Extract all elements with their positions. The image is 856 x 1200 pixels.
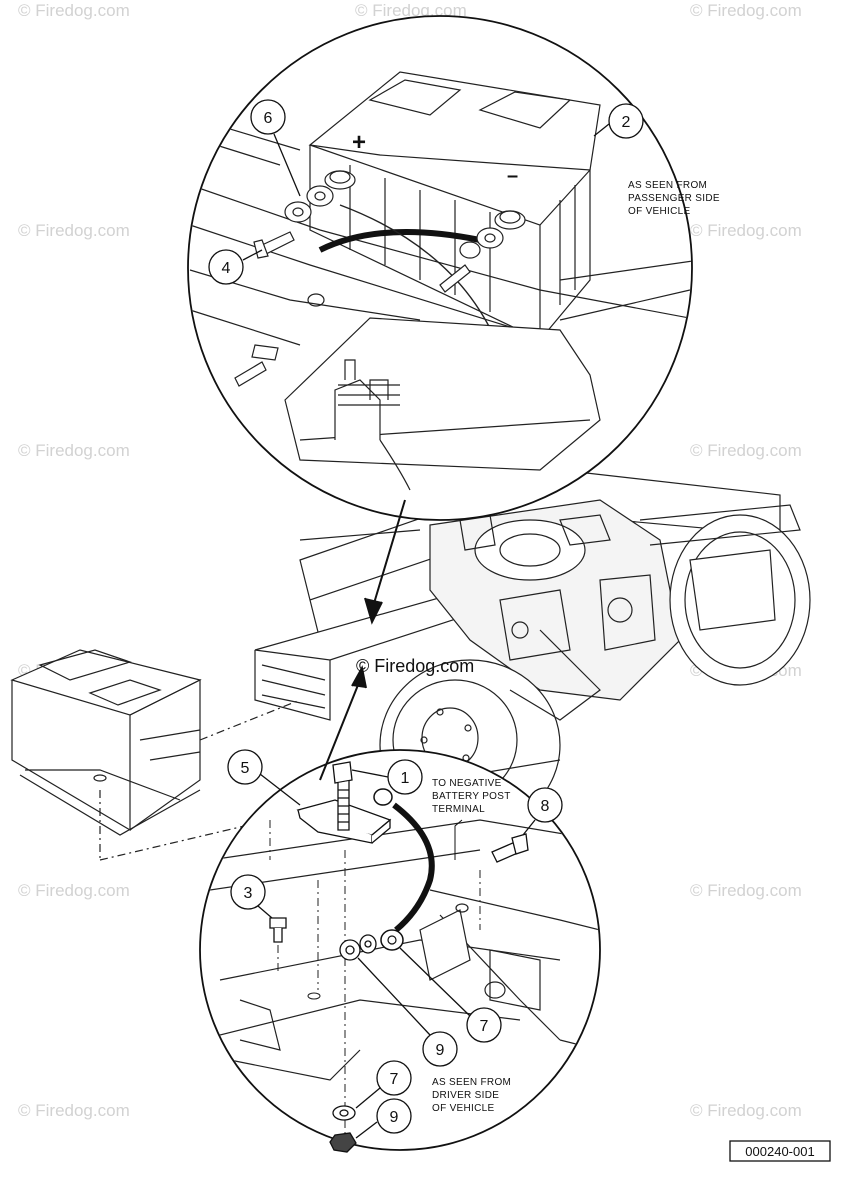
part-number: 000240-001 — [745, 1144, 814, 1159]
note-leader — [454, 819, 463, 860]
nut-washer-stack — [339, 934, 377, 961]
callout-7: 7 — [480, 1018, 489, 1035]
battery-box — [10, 649, 301, 861]
note-line: OF VEHICLE — [432, 1103, 494, 1114]
watermark: © Firedog.com — [18, 881, 130, 900]
terminal-hardware — [234, 185, 504, 387]
watermark: © Firedog.com — [690, 441, 802, 460]
watermark: © Firedog.com — [690, 1101, 802, 1120]
watermark: © Firedog.com — [18, 441, 130, 460]
watermark: © Firedog.com — [690, 1, 802, 20]
note-negative-terminal: TO NEGATIVE BATTERY POST TERMINAL — [432, 778, 511, 815]
callout-9: 9 — [436, 1042, 445, 1059]
bolt-3 — [269, 917, 287, 943]
callout-labels-top: 6 2 4 — [222, 110, 631, 277]
part-number-box: 000240-001 — [729, 1140, 831, 1162]
note-line: AS SEEN FROM — [432, 1077, 511, 1088]
note-line: OF VEHICLE — [628, 206, 690, 217]
note-line: TERMINAL — [432, 804, 485, 815]
note-line: AS SEEN FROM — [628, 180, 707, 191]
callout-6-circle — [250, 99, 286, 135]
negative-terminal-mark: – — [507, 165, 518, 187]
note-line: DRIVER SIDE — [432, 1090, 499, 1101]
positive-terminal-mark: + — [352, 129, 366, 156]
center-watermark: © Firedog.com — [356, 656, 474, 676]
callout-2-circle — [608, 103, 644, 139]
callout-9: 9 — [390, 1109, 399, 1126]
watermark: © Firedog.com — [18, 221, 130, 240]
note-passenger-side: AS SEEN FROM PASSENGER SIDE OF VEHICLE — [628, 180, 720, 217]
callout-6: 6 — [264, 110, 273, 127]
battery — [308, 71, 601, 341]
ground-bolt — [332, 761, 353, 831]
callout-4: 4 — [222, 260, 231, 277]
watermark: © Firedog.com — [18, 1, 130, 20]
top-detail-view: + – — [187, 15, 693, 521]
callout-5: 5 — [241, 760, 250, 777]
callout-labels-bottom: 5 1 8 3 7 9 7 9 — [241, 760, 550, 1126]
callout-3: 3 — [244, 885, 253, 902]
callouts-bottom — [227, 749, 563, 1139]
callout-2: 2 — [622, 114, 631, 131]
callout-4-circle — [208, 249, 244, 285]
note-line: PASSENGER SIDE — [628, 193, 720, 204]
note-driver-side: AS SEEN FROM DRIVER SIDE OF VEHICLE — [432, 1077, 511, 1114]
detail-leader-bottom — [319, 665, 367, 781]
detail-leader-top — [364, 499, 406, 625]
callout-1: 1 — [401, 770, 410, 787]
watermark: © Firedog.com — [690, 881, 802, 900]
note-line: BATTERY POST — [432, 791, 511, 802]
watermark: © Firedog.com — [690, 221, 802, 240]
nut-washer-bottom — [329, 1105, 357, 1153]
callout-8: 8 — [541, 798, 550, 815]
note-line: TO NEGATIVE — [432, 778, 502, 789]
bolt-8 — [491, 833, 529, 863]
callout-7: 7 — [390, 1071, 399, 1088]
callouts-top — [208, 99, 644, 285]
ground-cable — [373, 788, 435, 951]
watermark: © Firedog.com — [18, 1101, 130, 1120]
